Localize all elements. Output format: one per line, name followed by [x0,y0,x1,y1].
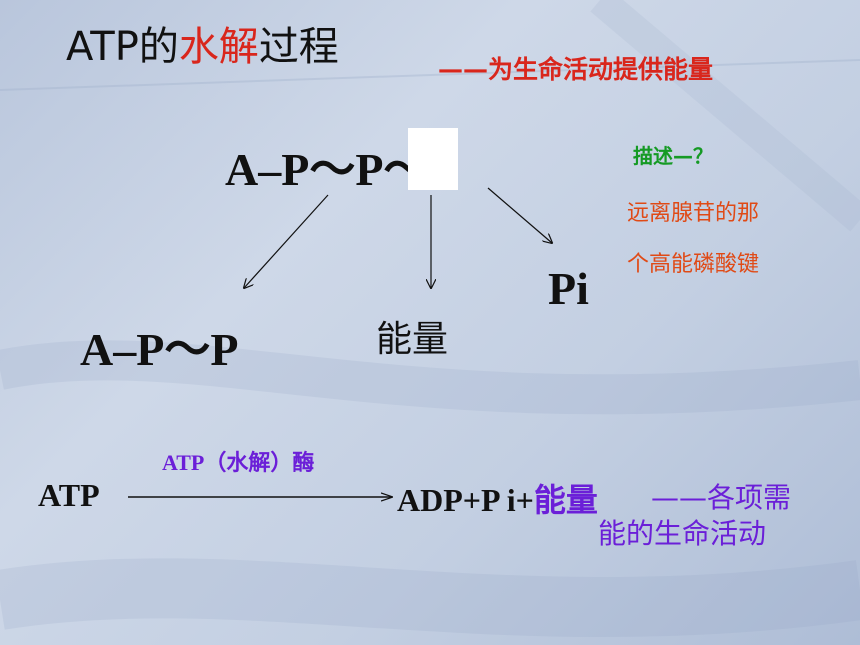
arrow-to-pi [487,187,552,243]
equation-note-line1: ——各项需 [651,481,792,514]
equation-products: ADP+P i+能量 [397,475,598,521]
description-answer-line1: 远离腺苷的那 [627,201,760,226]
equation-enzyme: ATP（水解）酶 [162,450,315,475]
slide-subtitle: ——为生命活动提供能量 [438,55,714,84]
description-question: 描述—？ [633,144,713,168]
title-prefix: ATP的 [66,24,179,70]
equation-reactant: ATP [38,477,100,513]
product-adp: A–P～P [80,324,239,375]
product-pi: Pi [548,263,589,314]
title-highlight: 水解 [178,24,259,70]
equation-energy: 能量 [533,481,598,519]
bond-cover-box [408,128,458,190]
slide-title: ATP的水解过程 [66,14,339,72]
description-answer-line2: 个高能磷酸键 [627,252,760,277]
arrow-to-adp [244,194,329,288]
equation-product-text: ADP+P i+ [397,482,534,518]
product-energy: 能量 [376,319,449,360]
equation-note-line2: 能的生命活动 [598,517,767,550]
title-suffix: 过程 [258,24,339,70]
